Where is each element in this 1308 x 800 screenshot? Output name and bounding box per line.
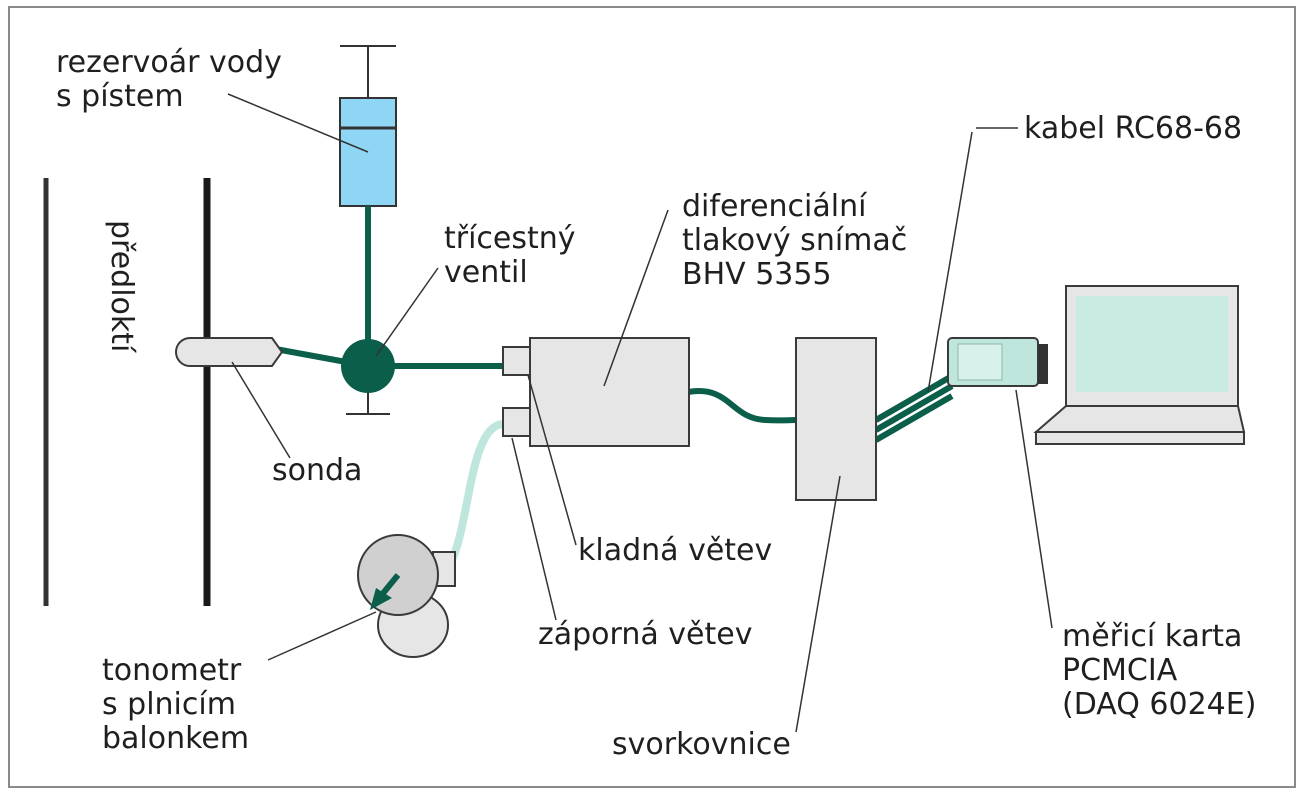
label-transducer-line2: tlakový snímač [682, 223, 908, 258]
cable-lines [874, 373, 954, 443]
label-valve-line1: třícestný [444, 221, 576, 256]
label-reservoir-line2: s pístem [56, 79, 184, 114]
pressure-transducer [502, 337, 690, 447]
label-tonometer-line1: tonometr [102, 653, 242, 688]
label-terminal-block: svorkovnice [612, 727, 791, 762]
label-negative-branch: záporná větev [538, 617, 753, 652]
leader-lines [227, 93, 1053, 733]
label-reservoir-line1: rezervoár vody [56, 45, 282, 80]
label-transducer-line1: diferenciální [682, 189, 867, 224]
daq-card-shape [947, 337, 1048, 387]
label-transducer-line3: BHV 5355 [682, 257, 832, 292]
label-daq-line1: měřicí karta [1062, 619, 1243, 654]
label-positive-branch: kladná větev [578, 533, 773, 568]
label-probe: sonda [272, 453, 363, 488]
tonometer [357, 534, 456, 658]
label-daq-line2: PCMCIA [1062, 653, 1178, 688]
water-reservoir-syringe [339, 45, 397, 207]
light-tube [448, 420, 504, 562]
label-valve-line2: ventil [444, 255, 528, 290]
terminal-block [795, 337, 877, 501]
label-forearm: předloktí [104, 220, 139, 353]
three-way-valve [341, 339, 395, 393]
label-cable: kabel RC68-68 [1024, 111, 1243, 146]
label-daq-line3: (DAQ 6024E) [1062, 687, 1257, 722]
label-tonometer-line3: balonkem [102, 721, 250, 756]
probe [175, 337, 284, 367]
laptop [1033, 285, 1246, 445]
label-tonometer-line2: s plnicím [102, 687, 236, 722]
